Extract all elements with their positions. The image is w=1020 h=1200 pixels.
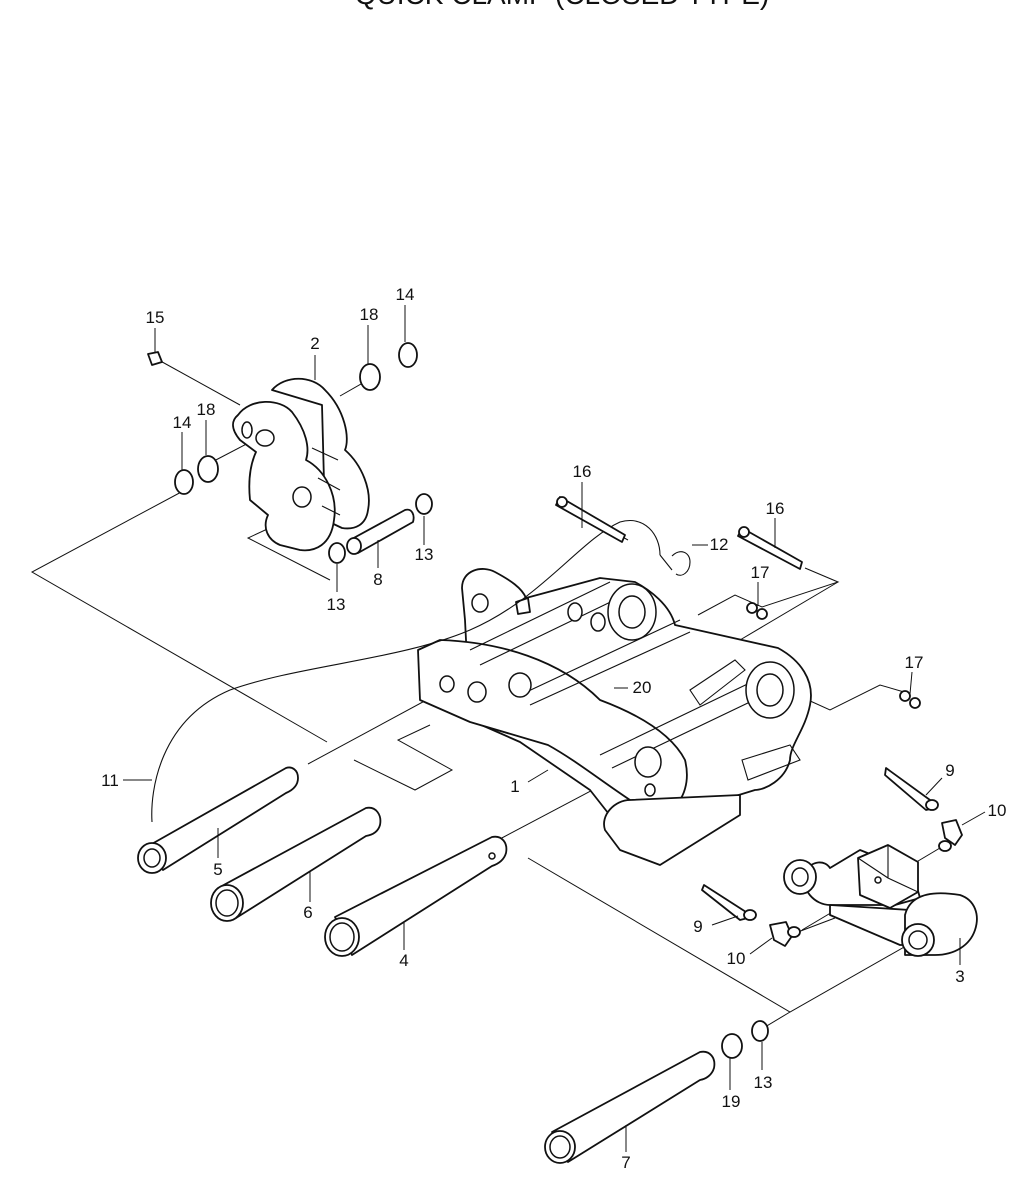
upper-bracket bbox=[232, 377, 370, 552]
callout-13: 13 bbox=[415, 545, 434, 564]
lanyard-end bbox=[659, 554, 673, 571]
callout-16: 16 bbox=[573, 462, 592, 481]
hydraulic-cylinder bbox=[783, 844, 978, 957]
label-leaders bbox=[123, 305, 986, 1152]
callout-18: 18 bbox=[197, 400, 216, 419]
callout-9: 9 bbox=[945, 761, 954, 780]
callout-15: 15 bbox=[146, 308, 165, 327]
callout-16: 16 bbox=[766, 499, 785, 518]
callout-4: 4 bbox=[399, 951, 408, 970]
callout-14: 14 bbox=[173, 413, 192, 432]
callout-19: 19 bbox=[722, 1092, 741, 1111]
callout-11: 11 bbox=[101, 771, 119, 790]
callout-6: 6 bbox=[303, 903, 312, 922]
callout-18: 18 bbox=[360, 305, 379, 324]
callout-14: 14 bbox=[396, 285, 415, 304]
callout-2: 2 bbox=[310, 334, 319, 353]
diagram-title: QUICK CLAMP (CLOSED TYPE) bbox=[355, 0, 769, 10]
callout-13: 13 bbox=[754, 1073, 773, 1092]
lanyard-wire bbox=[151, 520, 661, 823]
callout-8: 8 bbox=[373, 570, 382, 589]
callout-1: 1 bbox=[510, 777, 519, 796]
callout-7: 7 bbox=[621, 1153, 630, 1172]
pins bbox=[137, 508, 716, 1164]
callout-9: 9 bbox=[693, 917, 702, 936]
callout-5: 5 bbox=[213, 860, 222, 879]
callout-17: 17 bbox=[751, 563, 770, 582]
callout-12: 12 bbox=[710, 535, 729, 554]
callout-20: 20 bbox=[633, 678, 652, 697]
callout-10: 10 bbox=[988, 801, 1007, 820]
callout-17: 17 bbox=[905, 653, 924, 672]
hardware bbox=[147, 342, 963, 1059]
main-frame bbox=[417, 568, 812, 866]
callout-10: 10 bbox=[727, 949, 746, 968]
callouts: 15 2 18 14 14 18 13 8 13 16 16 12 17 17 … bbox=[101, 285, 1006, 1172]
callout-13: 13 bbox=[327, 595, 346, 614]
callout-3: 3 bbox=[955, 967, 964, 986]
